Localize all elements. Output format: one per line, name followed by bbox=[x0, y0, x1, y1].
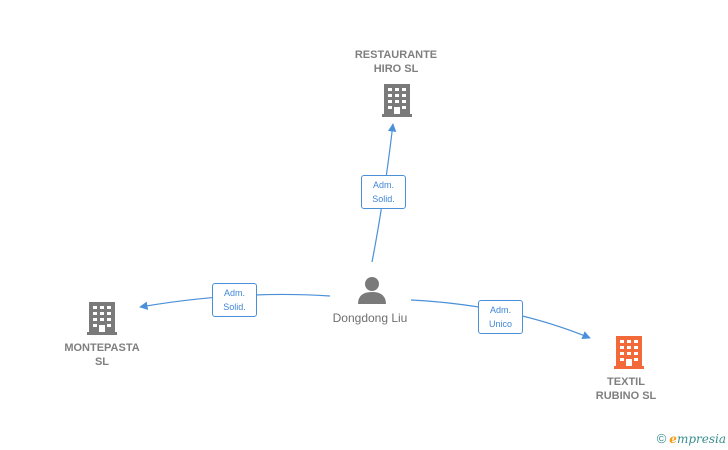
edge-label-line: Solid. bbox=[372, 194, 395, 204]
edge-label-to-textil: Adm. Unico bbox=[478, 300, 523, 334]
node-label-textil[interactable]: TEXTIL RUBINO SL bbox=[576, 375, 676, 403]
node-label-line: TEXTIL bbox=[607, 376, 645, 388]
person-name-label[interactable]: Dongdong Liu bbox=[332, 311, 408, 325]
edge-label-line: Adm. bbox=[489, 305, 511, 315]
node-label-restaurante[interactable]: RESTAURANTE HIRO SL bbox=[346, 48, 446, 76]
node-label-line: MONTEPASTA bbox=[64, 342, 140, 354]
node-label-montepasta[interactable]: MONTEPASTA SL bbox=[52, 341, 152, 369]
copyright-symbol: © bbox=[656, 431, 667, 446]
building-icon[interactable] bbox=[382, 84, 412, 117]
edge-label-line: Unico bbox=[488, 319, 512, 329]
edge-label-line: Adm. bbox=[223, 288, 245, 298]
edge-label-to-restaurante: Adm. Solid. bbox=[361, 175, 406, 209]
brand-name: mpresia bbox=[676, 432, 726, 446]
edge-label-line: Solid. bbox=[223, 302, 246, 312]
empresia-watermark: ©empresia bbox=[657, 431, 726, 446]
brand-initial: e bbox=[669, 432, 677, 446]
node-label-line: HIRO SL bbox=[373, 63, 419, 75]
building-icon[interactable] bbox=[614, 336, 644, 369]
node-label-line: RESTAURANTE bbox=[354, 49, 438, 61]
building-icon[interactable] bbox=[87, 302, 117, 335]
edge-label-line: Adm. bbox=[372, 180, 394, 190]
edge-label-to-montepasta: Adm. Solid. bbox=[212, 283, 257, 317]
node-label-line: SL bbox=[94, 356, 110, 368]
person-icon[interactable] bbox=[358, 277, 386, 304]
node-label-line: RUBINO SL bbox=[595, 390, 657, 402]
